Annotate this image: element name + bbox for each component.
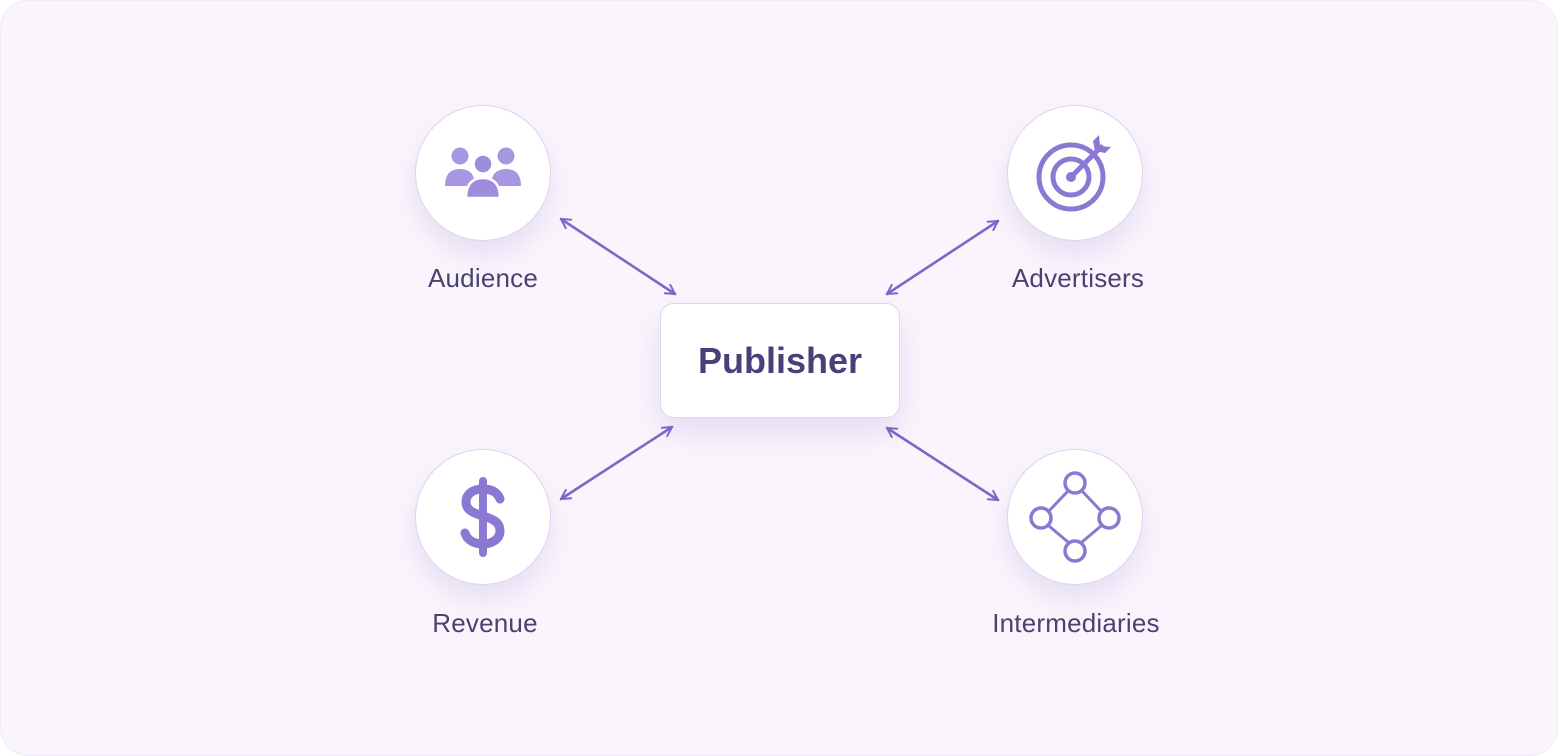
intermediaries-node [1007, 449, 1143, 585]
publisher-label: Publisher [697, 339, 863, 381]
dollar-sign-icon [460, 477, 505, 557]
intermediaries-connector-arrow [885, 426, 1000, 502]
people-group-icon [445, 147, 521, 200]
audience-label: Audience [427, 263, 539, 293]
advertisers-node [1007, 105, 1143, 241]
revenue-node [415, 449, 551, 585]
revenue-label: Revenue [432, 608, 538, 638]
advertisers-label: Advertisers [1011, 263, 1145, 293]
audience-connector-arrow [559, 217, 677, 296]
revenue-connector-arrow [559, 425, 674, 501]
intermediaries-label: Intermediaries [992, 608, 1160, 638]
audience-node [415, 105, 551, 241]
target-arrow-icon [1036, 135, 1111, 212]
advertisers-connector-arrow [885, 219, 1000, 296]
network-nodes-icon [1029, 471, 1121, 563]
publisher-box: Publisher [660, 303, 900, 418]
